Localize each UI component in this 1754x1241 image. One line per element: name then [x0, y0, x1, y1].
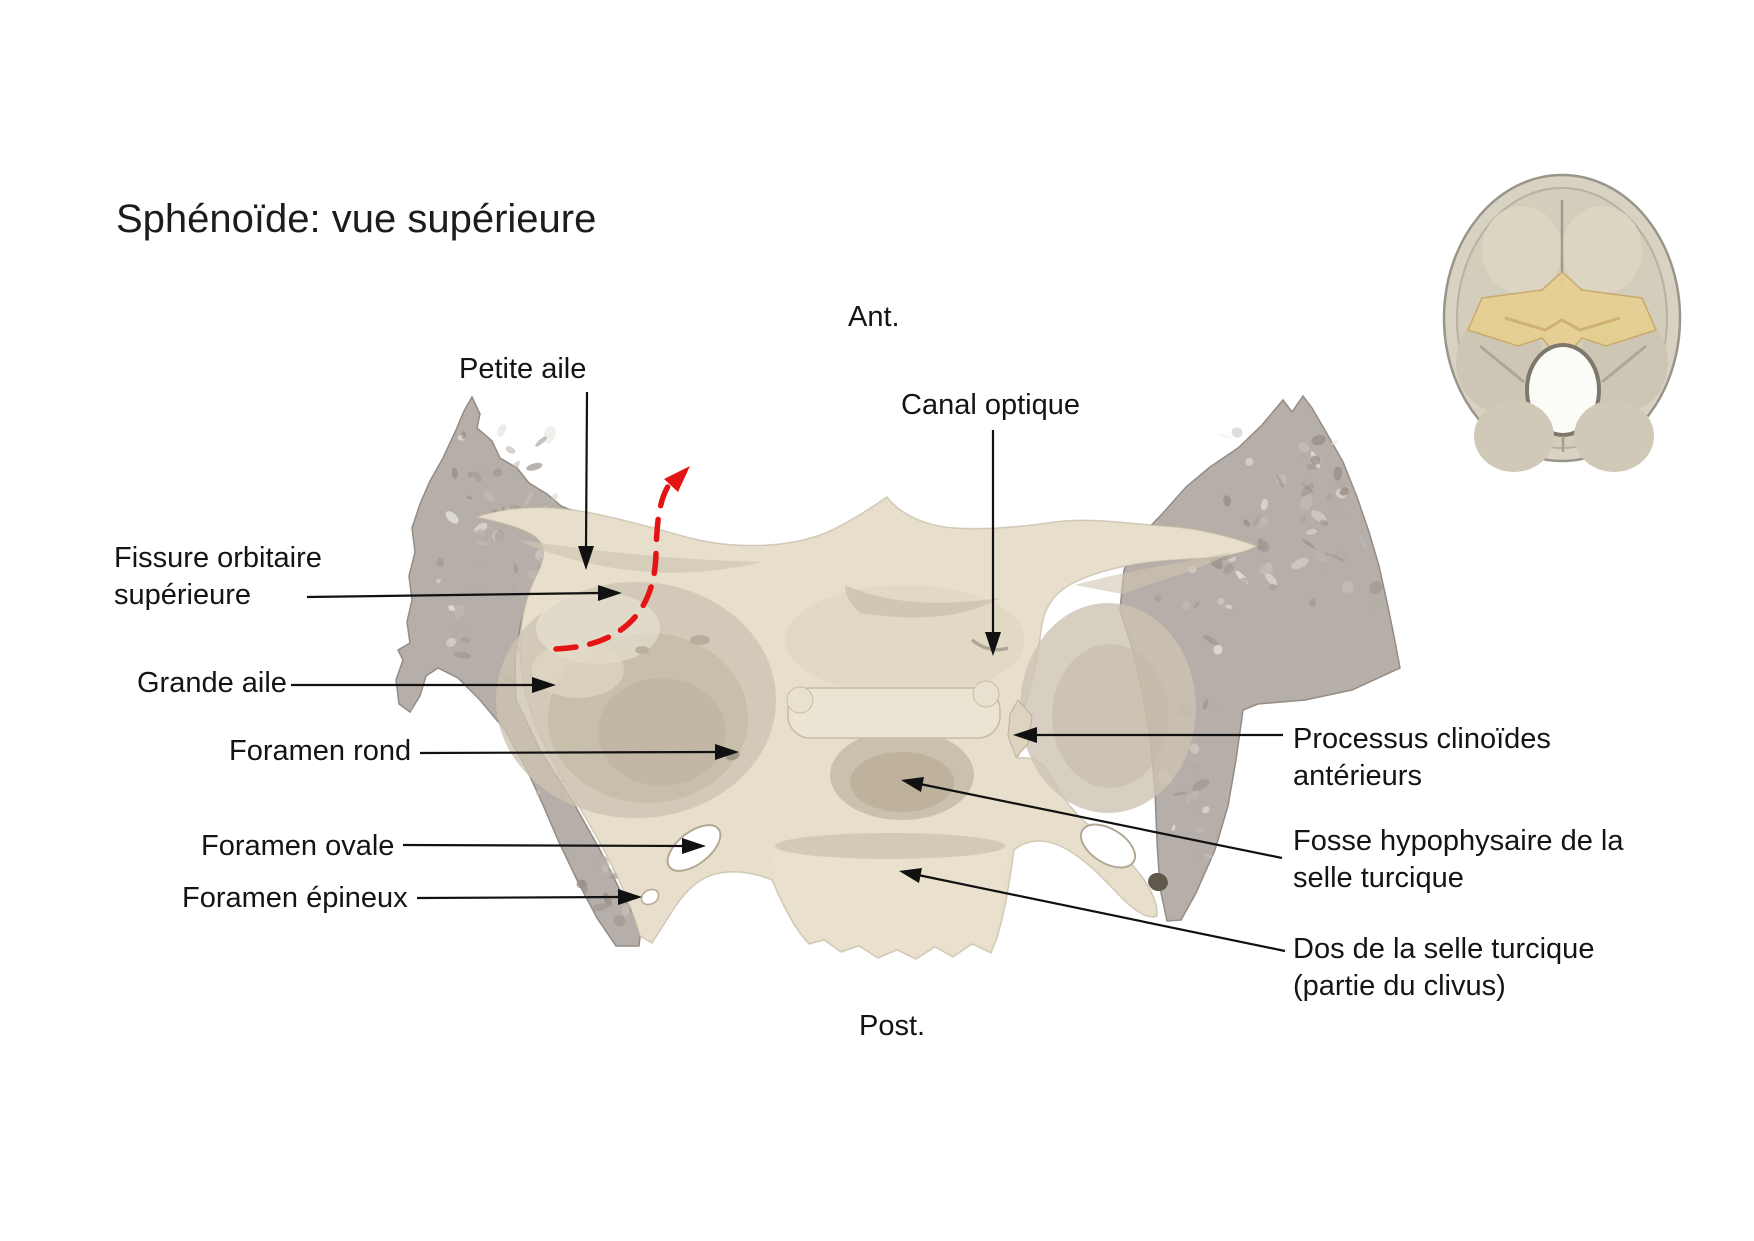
leader-canal-optique: [985, 430, 1001, 656]
page-title: Sphénoïde: vue supérieure: [116, 197, 597, 241]
label-foramen-rond: Foramen rond: [229, 735, 412, 767]
label-foramen-ovale: Foramen ovale: [201, 830, 395, 862]
leader-petite-aile: [578, 391, 594, 570]
label-fissure-orbitaire: Fissure orbitaire supérieure: [114, 542, 322, 612]
leader-foramen-ovale: [402, 838, 706, 854]
optic-canal-groove: [970, 638, 1009, 652]
foramen-ovale-right: [1080, 823, 1136, 869]
clivus: [772, 839, 1008, 957]
leader-dos-selle: [899, 868, 1286, 953]
sphenoid-body-smooth: [473, 495, 1259, 960]
foramen-spinosum-left: [640, 888, 660, 906]
foramen-spinosum-right: [1148, 872, 1168, 892]
leader-foramen-rond: [419, 744, 739, 760]
chiasmatic-groove: [845, 585, 1000, 618]
label-dos-selle: Dos de la selle turcique (partie du cliv…: [1293, 933, 1595, 1003]
leader-grande-aile: [291, 677, 556, 693]
leader-fissure-orbitaire: [306, 585, 622, 601]
leader-fosse-hypophysaire: [901, 777, 1283, 860]
label-fosse-hypophysaire: Fosse hypophysaire de la selle turcique: [1293, 825, 1624, 895]
label-foramen-epineux: Foramen épineux: [182, 882, 408, 914]
label-grande-aile: Grande aile: [137, 667, 287, 699]
leader-processus-clinoides: [1013, 727, 1283, 743]
foramen-magnum: [1525, 343, 1601, 437]
orientation-posterior: Post.: [859, 1010, 926, 1042]
label-petite-aile: Petite aile: [459, 353, 587, 385]
orientation-anterior: Ant.: [848, 301, 900, 333]
dorsum-sellae: [787, 687, 1001, 739]
anterior-clinoid-process: [1007, 699, 1033, 758]
leader-arrows: [291, 391, 1286, 953]
label-canal-optique: Canal optique: [901, 389, 1080, 421]
label-processus-clinoides: Processus clinoïdes antérieurs: [1293, 723, 1551, 793]
skull-base-inset: [1442, 173, 1682, 472]
rotation-arrow-icon: [553, 466, 690, 652]
leader-foramen-epineux: [416, 889, 642, 905]
